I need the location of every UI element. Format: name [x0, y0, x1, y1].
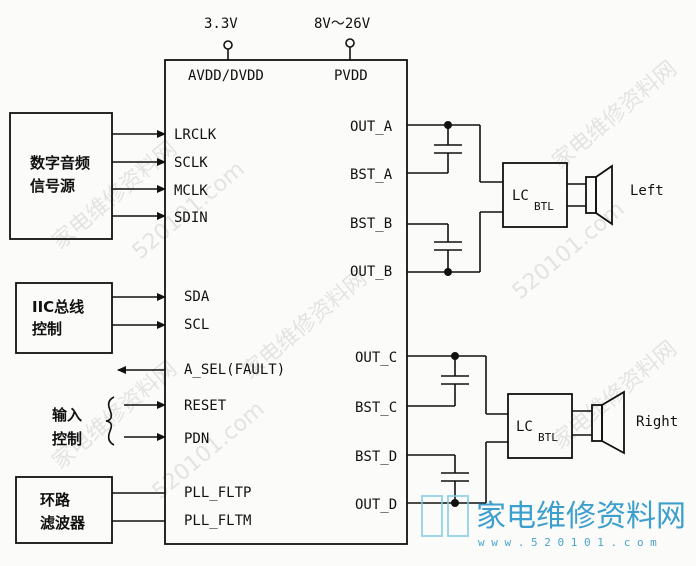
svg-text:SDIN: SDIN — [174, 210, 208, 226]
speaker-label-left: Left — [630, 183, 664, 199]
svg-text:SCLK: SCLK — [174, 155, 208, 171]
svg-text:BST_D: BST_D — [355, 449, 397, 465]
svg-text:IIC总线: IIC总线 — [32, 298, 84, 316]
svg-text:控制: 控制 — [32, 320, 62, 338]
digital-audio-source-block — [9, 112, 113, 240]
speaker-icon-left — [585, 164, 613, 226]
avdd-label: AVDD/DVDD — [188, 68, 264, 84]
svg-text:数字音频: 数字音频 — [30, 154, 90, 172]
svg-text:家电维修资料网: 家电维修资料网 — [548, 56, 682, 174]
svg-text:RESET: RESET — [184, 398, 227, 414]
svg-text:OUT_D: OUT_D — [355, 497, 397, 513]
svg-text:家电维修资料网: 家电维修资料网 — [548, 336, 682, 454]
svg-text:信号源: 信号源 — [30, 177, 75, 195]
speaker-label-right: Right — [636, 414, 678, 430]
watermark-logo: 家电维修资料网 w w w . 5 2 0 1 0 1 . c o m — [421, 495, 686, 549]
avdd-supply: 3.3V — [204, 16, 238, 60]
amplifier-chip — [164, 59, 408, 545]
speaker-icon-right — [591, 390, 625, 455]
svg-text:BST_A: BST_A — [350, 167, 393, 183]
svg-text:PDN: PDN — [184, 431, 209, 447]
left-channel-network — [407, 121, 503, 276]
svg-text:环路: 环路 — [40, 491, 71, 509]
svg-text:3.3V: 3.3V — [204, 16, 238, 32]
svg-text:BTL: BTL — [538, 431, 558, 444]
svg-text:PLL_FLTM: PLL_FLTM — [184, 513, 251, 529]
svg-text:LC: LC — [516, 419, 533, 435]
svg-text:输入: 输入 — [52, 406, 82, 424]
svg-text:LC: LC — [512, 188, 529, 204]
right-channel-network — [407, 352, 508, 507]
svg-text:SCL: SCL — [184, 317, 209, 333]
svg-text:家电维修资料网: 家电维修资料网 — [476, 499, 686, 534]
svg-text:SDA: SDA — [184, 289, 210, 305]
iic-arrows — [112, 293, 166, 329]
svg-text:BST_C: BST_C — [355, 400, 397, 416]
svg-text:控制: 控制 — [52, 430, 82, 448]
svg-text:OUT_A: OUT_A — [350, 119, 393, 135]
svg-text:MCLK: MCLK — [174, 183, 208, 199]
svg-text:滤波器: 滤波器 — [40, 514, 86, 532]
loop-filter-block — [15, 476, 113, 544]
lc-btl-filter-right — [507, 393, 573, 459]
svg-text:w w w . 5 2 0 1 0 1 . c o m: w w w . 5 2 0 1 0 1 . c o m — [478, 536, 657, 549]
left-pin-labels: LRCLK SCLK MCLK SDIN SDA SCL A_SEL(FAULT… — [174, 127, 285, 529]
pvdd-supply: 8V～26V — [314, 16, 371, 60]
input-control-group: 输入 控制 — [52, 396, 166, 448]
svg-text:OUT_B: OUT_B — [350, 264, 392, 280]
svg-text:BTL: BTL — [534, 200, 554, 213]
svg-text:PLL_FLTP: PLL_FLTP — [184, 485, 251, 501]
svg-text:BST_B: BST_B — [350, 216, 392, 232]
svg-text:OUT_C: OUT_C — [355, 350, 397, 366]
svg-text:LRCLK: LRCLK — [174, 127, 217, 143]
digital-audio-arrows — [112, 130, 166, 220]
lc-btl-filter-left — [502, 162, 568, 228]
right-pin-labels: OUT_A BST_A BST_B OUT_B OUT_C BST_C BST_… — [350, 119, 397, 513]
pvdd-label: PVDD — [334, 68, 368, 84]
iic-bus-control-block — [15, 282, 113, 354]
loop-filter-lines — [112, 492, 165, 522]
svg-text:8V～26V: 8V～26V — [314, 16, 371, 32]
svg-text:A_SEL(FAULT): A_SEL(FAULT) — [184, 362, 285, 378]
